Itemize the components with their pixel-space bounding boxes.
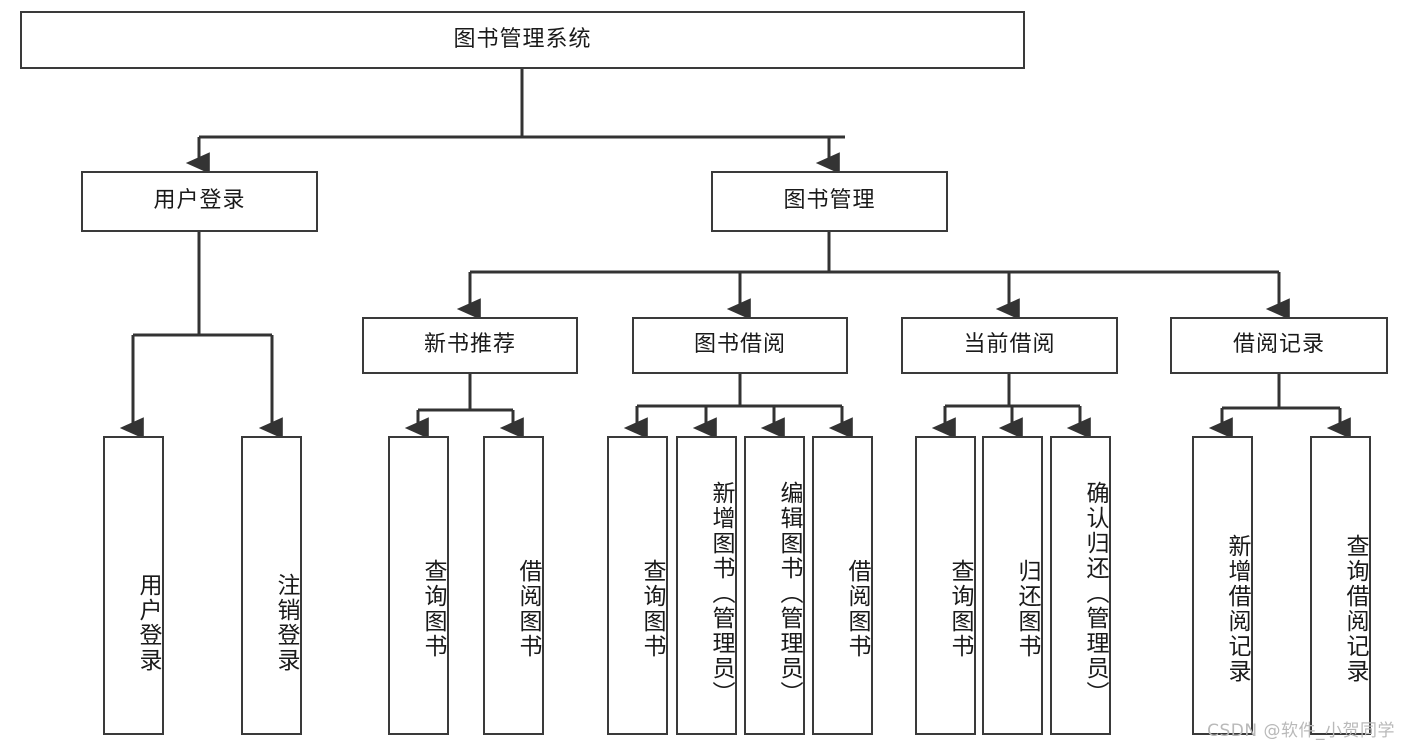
node-book-borrow[interactable]: 图书借阅 — [632, 317, 848, 374]
node-leaf-add-record-label: 新增借阅记录 — [1224, 533, 1250, 684]
node-leaf-borrow-book-rec[interactable]: 借阅图书 — [483, 436, 544, 735]
node-leaf-user-logout-label: 注销登录 — [273, 572, 299, 673]
node-user-login-label: 用户登录 — [153, 188, 246, 214]
node-leaf-add-record[interactable]: 新增借阅记录 — [1192, 436, 1253, 735]
node-leaf-edit-book[interactable]: 编辑图书（管理员） — [744, 436, 805, 735]
node-current-borrow[interactable]: 当前借阅 — [901, 317, 1118, 374]
node-book-borrow-label: 图书借阅 — [693, 332, 786, 358]
node-leaf-query-book-rec[interactable]: 查询图书 — [388, 436, 449, 735]
node-leaf-query-book-rec-label: 查询图书 — [420, 558, 446, 659]
node-leaf-user-login[interactable]: 用户登录 — [103, 436, 164, 735]
node-leaf-user-login-label: 用户登录 — [135, 572, 161, 673]
node-new-book-rec[interactable]: 新书推荐 — [362, 317, 578, 374]
node-user-login[interactable]: 用户登录 — [81, 171, 318, 232]
node-leaf-borrow-book-b[interactable]: 借阅图书 — [812, 436, 873, 735]
node-leaf-query-book-c-label: 查询图书 — [947, 558, 973, 659]
node-leaf-query-book-b[interactable]: 查询图书 — [607, 436, 668, 735]
node-book-manage-label: 图书管理 — [783, 188, 876, 214]
node-borrow-record-label: 借阅记录 — [1232, 332, 1325, 358]
node-current-borrow-label: 当前借阅 — [963, 332, 1056, 358]
node-book-manage[interactable]: 图书管理 — [711, 171, 948, 232]
node-leaf-add-book[interactable]: 新增图书（管理员） — [676, 436, 737, 735]
watermark-text: CSDN @软件_小贺同学 — [1207, 721, 1395, 741]
node-leaf-return-book[interactable]: 归还图书 — [982, 436, 1043, 735]
node-new-book-rec-label: 新书推荐 — [423, 332, 516, 358]
node-leaf-query-book-b-label: 查询图书 — [639, 558, 665, 659]
node-leaf-query-book-c[interactable]: 查询图书 — [915, 436, 976, 735]
node-leaf-add-book-label: 新增图书（管理员） — [708, 481, 734, 706]
node-leaf-borrow-book-rec-label: 借阅图书 — [515, 558, 541, 659]
node-leaf-query-record-label: 查询借阅记录 — [1342, 533, 1368, 684]
node-root-label: 图书管理系统 — [453, 26, 592, 52]
node-leaf-user-logout[interactable]: 注销登录 — [241, 436, 302, 735]
node-leaf-confirm-return[interactable]: 确认归还（管理员） — [1050, 436, 1111, 735]
node-leaf-confirm-return-label: 确认归还（管理员） — [1082, 481, 1108, 706]
node-leaf-return-book-label: 归还图书 — [1014, 558, 1040, 659]
node-leaf-query-record[interactable]: 查询借阅记录 — [1310, 436, 1371, 735]
node-leaf-borrow-book-b-label: 借阅图书 — [844, 558, 870, 659]
node-leaf-edit-book-label: 编辑图书（管理员） — [776, 481, 802, 706]
node-borrow-record[interactable]: 借阅记录 — [1170, 317, 1388, 374]
node-root[interactable]: 图书管理系统 — [20, 11, 1025, 69]
